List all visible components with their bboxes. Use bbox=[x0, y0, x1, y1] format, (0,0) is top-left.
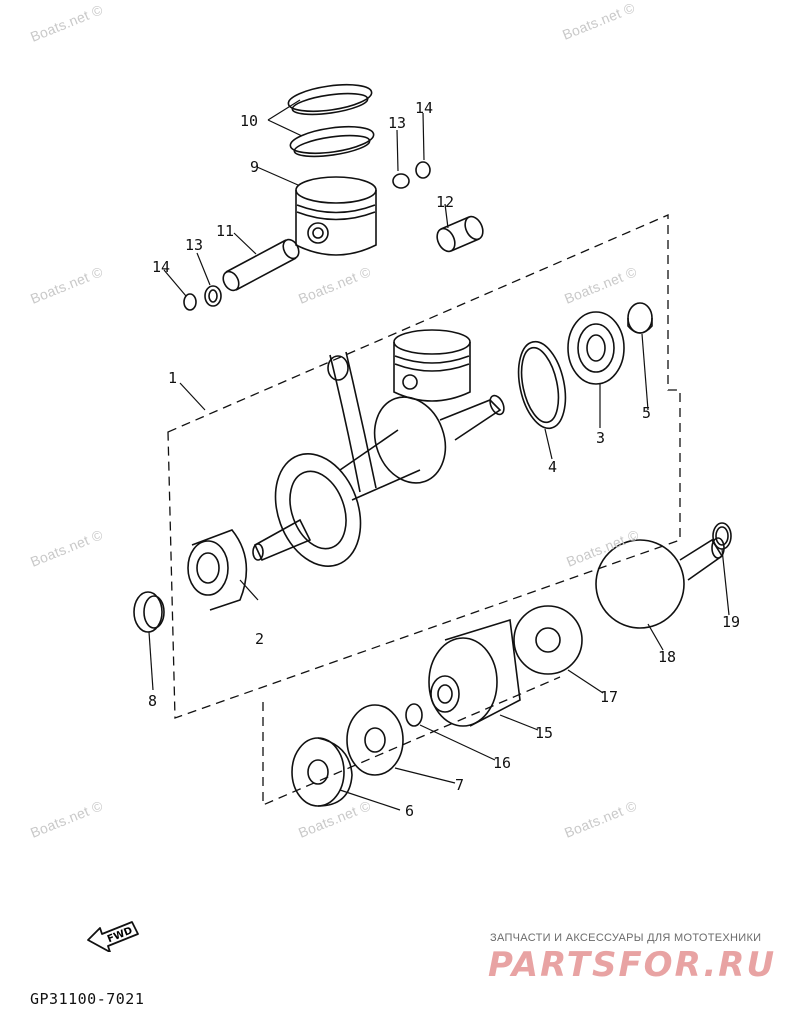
snap-ring bbox=[517, 340, 567, 430]
diagram-code: GP31100-7021 bbox=[30, 990, 145, 1008]
brand-tagline: ЗАПЧАСТИ И АКСЕССУАРЫ ДЛЯ МОТОТЕХНИКИ bbox=[490, 932, 762, 944]
crankshaft bbox=[252, 329, 505, 567]
spacer-7 bbox=[346, 704, 404, 776]
small-clips bbox=[183, 161, 431, 311]
o-ring-19 bbox=[712, 522, 732, 550]
part-num-13b: 13 bbox=[388, 114, 406, 132]
part-num-17: 17 bbox=[600, 688, 618, 706]
part-num-1: 1 bbox=[168, 369, 177, 387]
part-num-2: 2 bbox=[255, 630, 264, 648]
shim-6 bbox=[291, 737, 353, 807]
o-ring-16 bbox=[405, 703, 423, 727]
part-num-19: 19 bbox=[722, 613, 740, 631]
part-num-16: 16 bbox=[493, 754, 511, 772]
part-num-8: 8 bbox=[148, 692, 157, 710]
needle-bearing bbox=[436, 215, 484, 253]
main-bearing-right bbox=[567, 311, 625, 385]
piston-upper bbox=[295, 176, 377, 256]
part-num-5: 5 bbox=[642, 404, 651, 422]
part-num-14a: 14 bbox=[152, 258, 170, 276]
part-num-12: 12 bbox=[436, 193, 454, 211]
part-num-11: 11 bbox=[216, 222, 234, 240]
part-num-9: 9 bbox=[250, 158, 259, 176]
leader-lines bbox=[148, 99, 730, 811]
part-num-3: 3 bbox=[596, 429, 605, 447]
part-num-15: 15 bbox=[535, 724, 553, 742]
coupling-damper bbox=[513, 605, 583, 675]
main-bearing-left bbox=[187, 529, 248, 611]
coupling-housing bbox=[428, 618, 521, 727]
part-num-6: 6 bbox=[405, 802, 414, 820]
piston-rings bbox=[287, 83, 375, 158]
part-num-14b: 14 bbox=[415, 99, 433, 117]
oil-seal bbox=[133, 591, 165, 633]
part-num-7: 7 bbox=[455, 776, 464, 794]
part-num-13a: 13 bbox=[185, 236, 203, 254]
fwd-arrow-icon: FWD bbox=[87, 921, 139, 952]
crankshaft-assembly-box bbox=[167, 214, 681, 806]
brand-logo: PARTSFOR.RU bbox=[488, 945, 777, 985]
part-num-4: 4 bbox=[548, 458, 557, 476]
piston-pin bbox=[222, 238, 300, 292]
part-num-10: 10 bbox=[240, 112, 258, 130]
bushing bbox=[627, 302, 653, 334]
part-num-18: 18 bbox=[658, 648, 676, 666]
